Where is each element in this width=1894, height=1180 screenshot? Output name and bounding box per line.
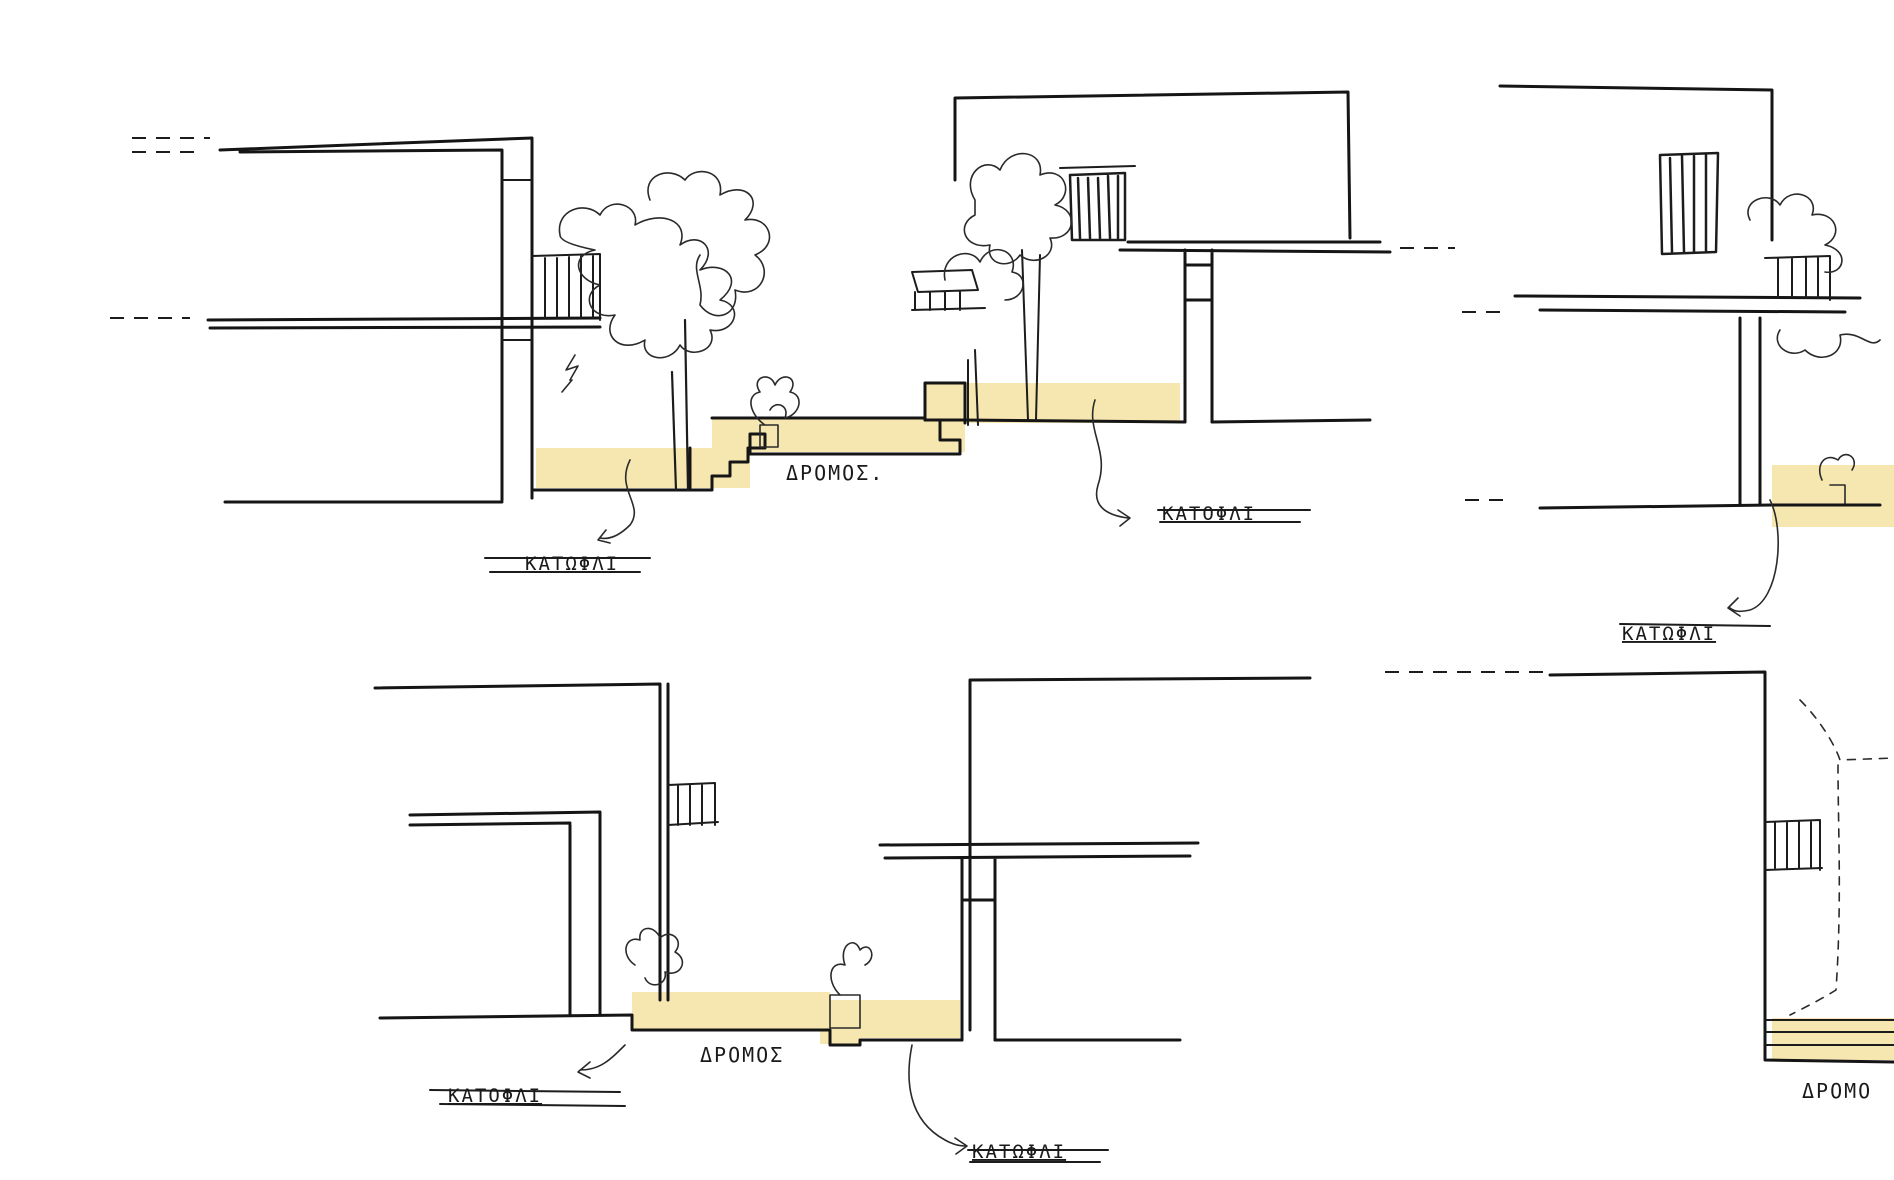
highlight-zones bbox=[536, 383, 1894, 1060]
section-top-right: ΚΑΤΩΦΛΙ bbox=[1462, 84, 1882, 645]
potted-plant-icon bbox=[750, 376, 800, 448]
level-dashes-upper bbox=[132, 137, 210, 153]
label-street-bottom-right: ΔΡΟΜΟ bbox=[1802, 1079, 1872, 1103]
level-dashes-right bbox=[1462, 311, 1510, 501]
section-bottom-right: ΔΡΟΜΟ bbox=[1548, 670, 1894, 1103]
potted-plant-icon bbox=[829, 942, 873, 1029]
label-roof-top-center: ΚΑΤΟΦΛΙ bbox=[1162, 503, 1256, 525]
label-roof-top-right: ΚΑΤΩΦΛΙ bbox=[1622, 623, 1716, 645]
section-bottom-center: ΚΑΤΩΦΛΙ bbox=[878, 671, 1545, 1163]
potted-plant-icon bbox=[625, 927, 684, 986]
section-bottom-left: ΚΑΤΟΦΛΙ ΔΡΟΜΟΣ bbox=[373, 682, 964, 1107]
label-street-bottom-left: ΔΡΟΜΟΣ bbox=[700, 1043, 784, 1067]
highlight-threshold-top-right bbox=[1772, 465, 1894, 527]
section-top-center: ΚΑΤΟΦΛΙ bbox=[911, 90, 1455, 527]
label-roof-bottom-center: ΚΑΤΩΦΛΙ bbox=[972, 1141, 1066, 1163]
tree-canopy-icon bbox=[558, 203, 736, 359]
section-top-left: ΔΡΟΜΟΣ. ΚΑΤΩΦΛΙ bbox=[110, 136, 967, 575]
label-roof-top-left: ΚΑΤΩΦΛΙ bbox=[525, 553, 619, 575]
highlight-street-top-left bbox=[536, 383, 1180, 488]
highlight-street-bottom-left bbox=[632, 992, 960, 1044]
window-icon bbox=[1658, 151, 1720, 256]
label-street-top-left: ΔΡΟΜΟΣ. bbox=[786, 461, 884, 485]
label-roof-bottom-left: ΚΑΤΟΦΛΙ bbox=[448, 1085, 542, 1107]
window-icon bbox=[1068, 171, 1127, 242]
highlight-threshold-bottom-right bbox=[1772, 1018, 1894, 1060]
